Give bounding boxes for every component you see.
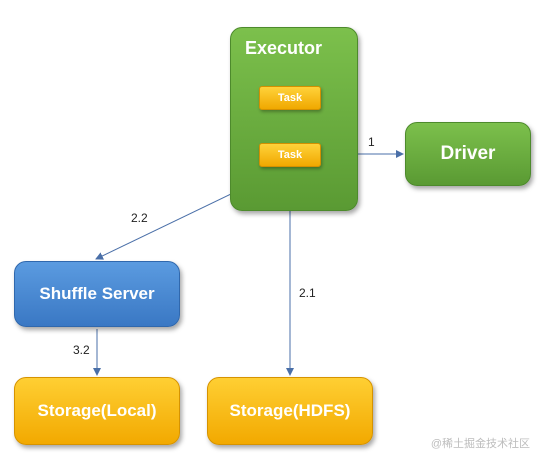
executor-node: Executor xyxy=(230,27,358,211)
task-label-2: Task xyxy=(277,149,303,161)
edge-label-2-2: 2.2 xyxy=(131,211,148,225)
storage-local-label: Storage(Local) xyxy=(37,401,157,420)
executor-label: Executor xyxy=(245,38,323,58)
task-node-2: Task xyxy=(259,143,321,167)
shuffle-server-node: Shuffle Server xyxy=(14,261,180,327)
watermark-text: @稀土掘金技术社区 xyxy=(430,438,530,450)
edge-label-2-1: 2.1 xyxy=(299,286,316,300)
driver-node: Driver xyxy=(405,122,531,186)
edge-label-3-2: 3.2 xyxy=(73,343,90,357)
driver-label: Driver xyxy=(440,143,496,164)
storage-local-node: Storage(Local) xyxy=(14,377,180,445)
task-node-1: Task xyxy=(259,86,321,110)
storage-hdfs-label: Storage(HDFS) xyxy=(229,401,351,420)
storage-hdfs-node: Storage(HDFS) xyxy=(207,377,373,445)
edge-label-1: 1 xyxy=(368,135,375,149)
shuffle-server-label: Shuffle Server xyxy=(39,284,155,303)
task-label-1: Task xyxy=(277,92,303,104)
